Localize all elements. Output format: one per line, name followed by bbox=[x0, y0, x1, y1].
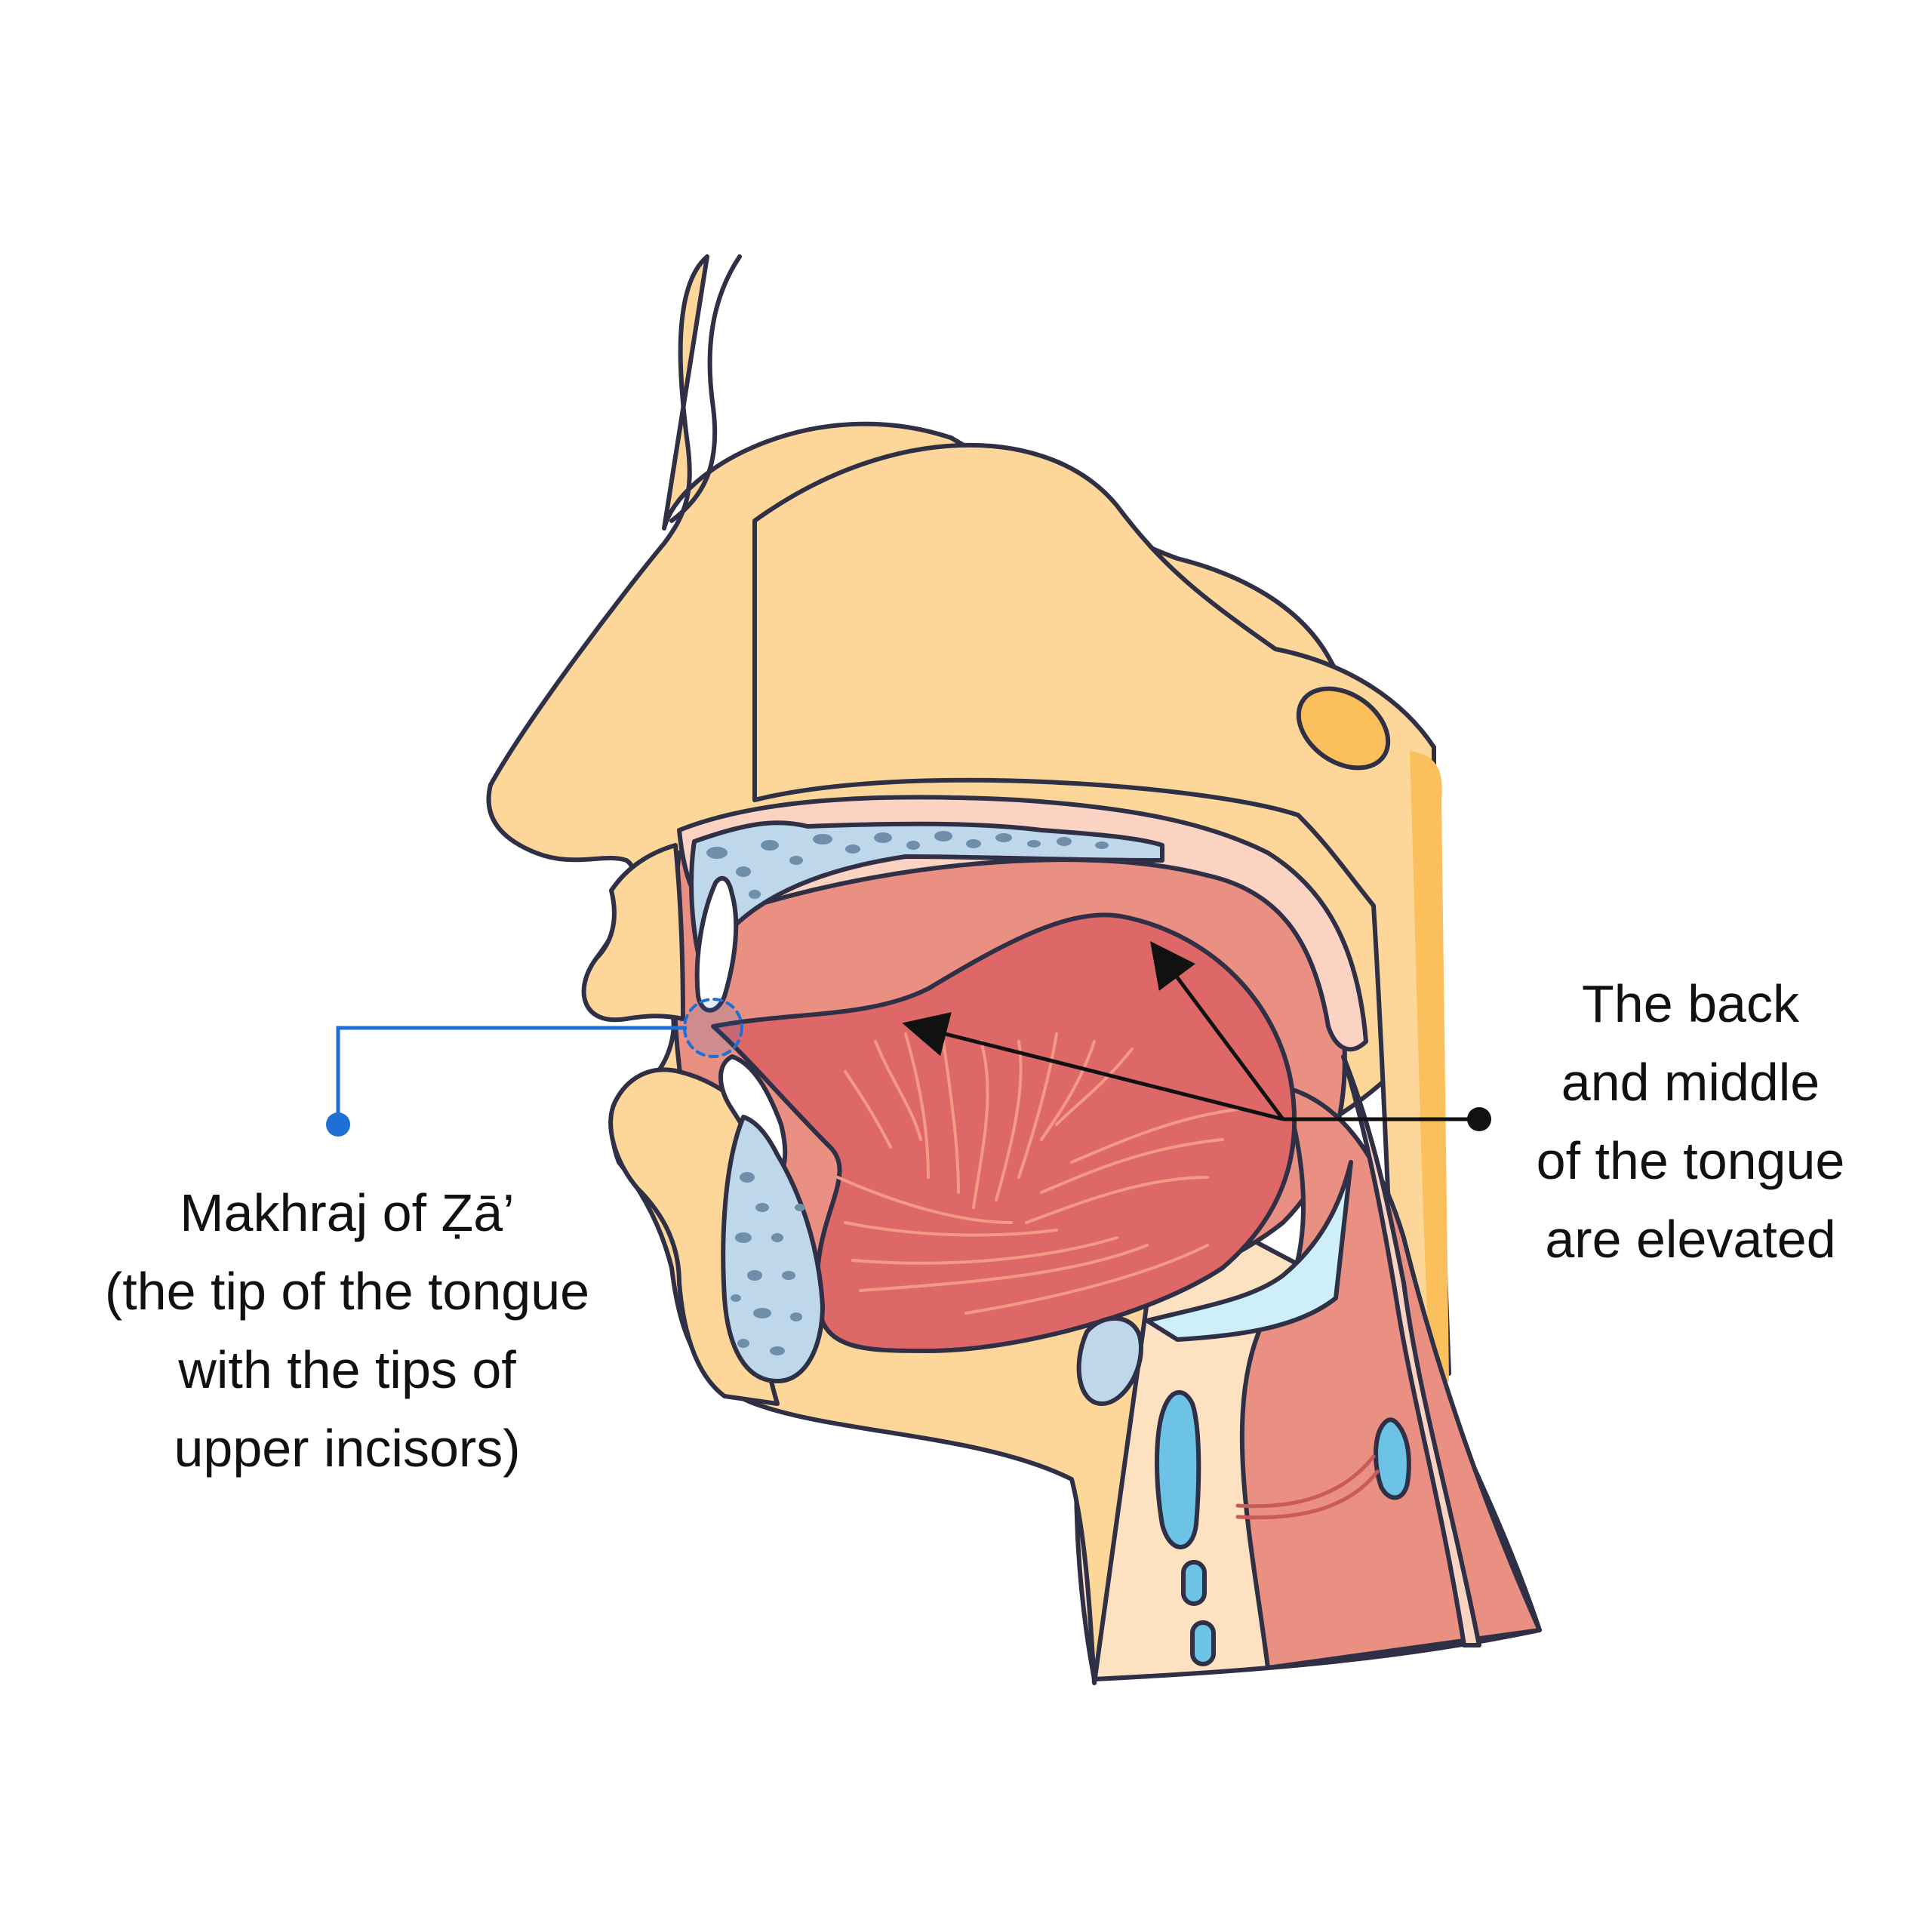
tongue-elevation-callout bbox=[902, 940, 1491, 1131]
tongue-muscle-fibers bbox=[836, 1032, 1239, 1315]
tongue-elevation-label-line: are elevated bbox=[1545, 1210, 1836, 1269]
hyoid-bone bbox=[1076, 1315, 1143, 1406]
nose-ridge bbox=[669, 254, 742, 523]
makhraj-leader-line bbox=[336, 1026, 687, 1124]
vocal-folds bbox=[1235, 1454, 1380, 1520]
makhraj-callout bbox=[326, 1026, 687, 1137]
makhraj-label-line: upper incisors) bbox=[174, 1419, 521, 1478]
callout-dot bbox=[1467, 1107, 1491, 1131]
throat-mucosa bbox=[1341, 1054, 1481, 1647]
trachea-ring bbox=[1181, 1560, 1207, 1606]
tongue-elevation-label: The back and middle of the tongue are el… bbox=[1479, 964, 1902, 1278]
makhraj-label: Makhraj of Ẓā’ (the tip of the tongue wi… bbox=[45, 1174, 649, 1487]
makhraj-label-line: Makhraj of Ẓā’ bbox=[180, 1183, 515, 1242]
mandible-texture bbox=[731, 1172, 805, 1355]
sinus bbox=[1296, 686, 1391, 771]
upper-incisor bbox=[694, 875, 739, 1013]
arrow-to-middle-tongue bbox=[902, 1012, 1284, 1121]
makhraj-point-marker bbox=[683, 998, 743, 1058]
upper-lip bbox=[581, 843, 685, 1023]
arrow-to-back-tongue bbox=[1150, 940, 1285, 1121]
epiglottis bbox=[1145, 1160, 1353, 1342]
esophagus-cartilage bbox=[1374, 1417, 1411, 1500]
tongue-elevation-label-line: and middle bbox=[1561, 1053, 1820, 1112]
makhraj-label-line: with the tips of bbox=[178, 1340, 516, 1399]
makhraj-label-line: (the tip of the tongue bbox=[104, 1262, 590, 1321]
back-neck-skin bbox=[1410, 751, 1449, 1385]
tongue-elevation-label-line: of the tongue bbox=[1536, 1131, 1845, 1190]
trachea-ring bbox=[1190, 1620, 1216, 1666]
tongue-elevation-label-line: The back bbox=[1582, 974, 1799, 1033]
tongue bbox=[711, 912, 1297, 1353]
thyroid-cartilage bbox=[1155, 1390, 1201, 1549]
makhraj-leader-dot bbox=[326, 1112, 350, 1137]
